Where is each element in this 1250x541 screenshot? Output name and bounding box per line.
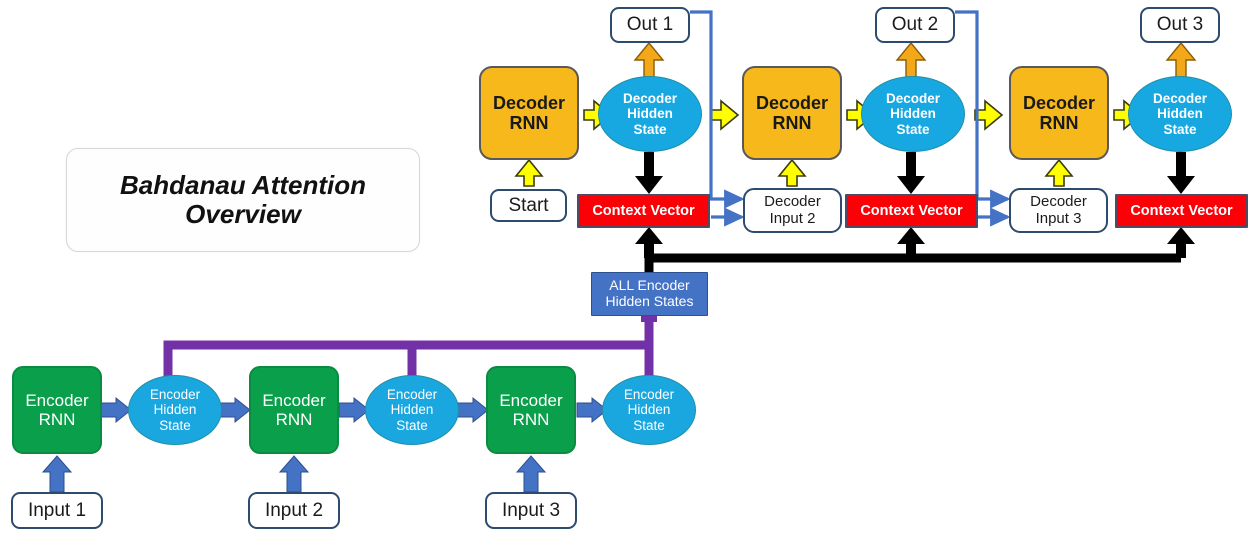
encoder-rnn-3-label-line1: Encoder [499,390,563,410]
decoder-rnn-2-line1: Decoder [755,92,829,113]
start-token-box[interactable]: Start [490,189,567,222]
decoder-rnn-3[interactable]: Decoder RNN [1009,66,1109,160]
page-title-line-1: Bahdanau Attention [119,169,367,200]
all-encoder-hidden-states-box[interactable]: ALL Encoder Hidden States [591,272,708,316]
decoder-input-box-3[interactable]: Decoder Input 3 [1009,188,1108,233]
encoder-hidden-state-1-line3: State [159,417,191,433]
input-box-3[interactable]: Input 3 [485,492,577,529]
output-box-3[interactable]: Out 3 [1140,7,1220,43]
encoder-rnn-3[interactable]: Encoder RNN [486,366,576,454]
decoder-hidden-state-1-line2: Hidden [627,106,673,122]
encoder-hidden-state-3[interactable]: Encoder Hidden State [602,375,696,445]
page-title-line-2: Overview [185,199,301,229]
context-vector-3[interactable]: Context Vector [1115,194,1248,228]
decoder-rnn-2-line2: RNN [772,113,812,133]
encoder-rnn-1-label-line2: RNN [38,410,76,429]
decoder-input-box-2[interactable]: Decoder Input 2 [743,188,842,233]
decoder-hidden-state-1[interactable]: Decoder Hidden State [598,76,702,152]
decoder-hidden-state-2[interactable]: Decoder Hidden State [861,76,965,152]
output-box-2[interactable]: Out 2 [875,7,955,43]
encoder-rnn-3-label-line2: RNN [512,410,550,429]
decoder-input-arrows [514,158,1074,187]
all-encoder-hidden-states-line2: Hidden States [605,293,694,309]
decoder-rnn-1[interactable]: Decoder RNN [479,66,579,160]
page-title: Bahdanau Attention Overview [66,148,420,252]
decoder-hidden-state-3-line3: State [1163,121,1197,137]
decoder-rnn-3-line1: Decoder [1022,92,1096,113]
encoder-hidden-state-3-line2: Hidden [627,402,671,418]
encoder-hidden-state-2-line2: Hidden [390,402,434,418]
all-encoder-hidden-states-line1: ALL Encoder [609,277,690,294]
encoder-hidden-state-2[interactable]: Encoder Hidden State [365,375,459,445]
decoder-input-box-3-line2: Input 3 [1035,209,1082,227]
decoder-input-box-3-line1: Decoder [1030,192,1087,210]
decoder-rnn-3-line2: RNN [1039,113,1079,133]
encoder-rnn-2-label-line2: RNN [275,410,313,429]
encoder-hidden-state-1-line1: Encoder [149,387,201,403]
encoder-rnn-1[interactable]: Encoder RNN [12,366,102,454]
decoder-hidden-state-2-line1: Decoder [885,91,941,107]
decoder-hidden-state-2-line2: Hidden [890,106,936,122]
encoder-rnn-1-label-line1: Encoder [25,390,89,410]
encoder-hidden-state-3-line1: Encoder [623,387,675,403]
output-box-1[interactable]: Out 1 [610,7,690,43]
input-box-1[interactable]: Input 1 [11,492,103,529]
encoder-rnn-2-label-line1: Encoder [262,390,326,410]
decoder-hidden-state-1-line3: State [633,121,667,137]
decoder-hidden-state-3[interactable]: Decoder Hidden State [1128,76,1232,152]
attention-context-bus [635,227,1195,272]
encoder-input-arrows [41,455,547,493]
decoder-hidden-state-3-line2: Hidden [1157,106,1203,122]
decoder-rnn-1-line2: RNN [509,113,549,133]
decoder-hidden-state-1-line1: Decoder [622,91,678,107]
decoder-input-box-2-line1: Decoder [764,192,821,210]
decoder-hidden-state-2-line3: State [896,121,930,137]
encoder-hidden-state-1-line2: Hidden [153,402,197,418]
hidden-state-to-context-arrows [635,152,1195,194]
input-box-2[interactable]: Input 2 [248,492,340,529]
encoder-hidden-state-3-line3: State [633,417,665,433]
output-arrows [633,41,1197,79]
decoder-rnn-2[interactable]: Decoder RNN [742,66,842,160]
decoder-input-box-2-line2: Input 2 [769,209,816,227]
encoder-hidden-state-2-line3: State [396,417,428,433]
decoder-rnn-1-line1: Decoder [492,92,566,113]
context-vector-1[interactable]: Context Vector [577,194,710,228]
decoder-hidden-state-3-line1: Decoder [1152,91,1208,107]
context-vector-2[interactable]: Context Vector [845,194,978,228]
encoder-hidden-state-1[interactable]: Encoder Hidden State [128,375,222,445]
encoder-hidden-state-2-line1: Encoder [386,387,438,403]
encoder-rnn-2[interactable]: Encoder RNN [249,366,339,454]
